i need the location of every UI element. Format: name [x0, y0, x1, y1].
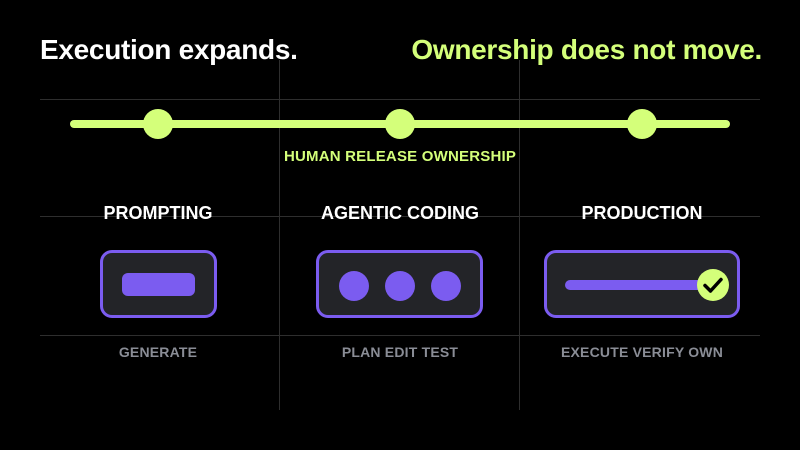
column-title-agentic: AGENTIC CODING	[320, 203, 479, 223]
step-dot-icon	[431, 271, 461, 301]
headline-ownership: Ownership does not move.	[411, 34, 762, 65]
grid-line-divider-left	[279, 60, 280, 410]
column-title-prompting: PROMPTING	[103, 203, 213, 223]
grid-line-top	[40, 99, 760, 100]
progress-bar	[565, 280, 704, 290]
caption-generate: GENERATE	[118, 344, 198, 360]
ownership-node-production	[627, 109, 657, 139]
step-dot-icon	[385, 271, 415, 301]
ownership-node-agentic	[385, 109, 415, 139]
rounded-bar-icon	[122, 273, 195, 296]
caption-execute-verify-own: EXECUTE VERIFY OWN	[560, 344, 724, 360]
caption-plan-edit-test: PLAN EDIT TEST	[341, 344, 459, 360]
column-title-production: PRODUCTION	[581, 203, 703, 223]
grid-line-divider-right	[519, 60, 520, 410]
ownership-label: HUMAN RELEASE OWNERSHIP	[283, 148, 517, 165]
checkmark-icon	[697, 269, 729, 301]
prompting-card	[100, 250, 217, 318]
headline-execution: Execution expands.	[40, 34, 298, 65]
ownership-node-prompting	[143, 109, 173, 139]
agentic-card	[316, 250, 483, 318]
grid-line-bottom	[40, 335, 760, 336]
grid-line-middle	[40, 216, 760, 217]
step-dot-icon	[339, 271, 369, 301]
production-card	[544, 250, 740, 318]
